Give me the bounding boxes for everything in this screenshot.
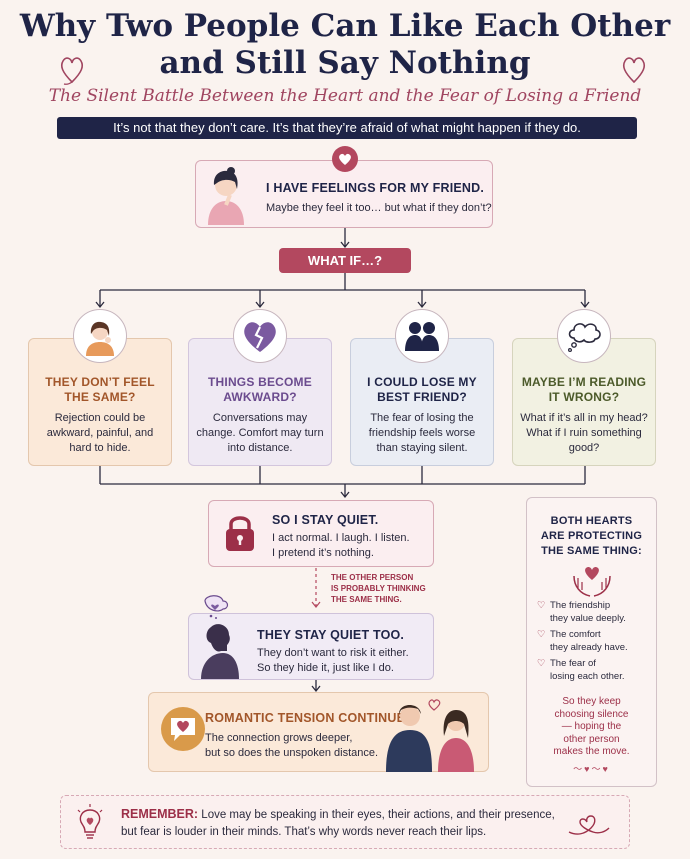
card-text: The fear of losing the friendship feels …: [368, 412, 476, 454]
note-line-2: IS PROBABLY THINKING: [331, 584, 426, 593]
quiet-too-line-1: They don’t want to risk it either.: [257, 647, 409, 659]
panel-item-2-line-2: they already have.: [550, 641, 628, 653]
tension-box: ROMANTIC TENSION CONTINUES. The connecti…: [148, 692, 489, 772]
card-text: What if it’s all in my head? What if I r…: [520, 412, 648, 454]
panel-closing-line-3: — hoping the: [561, 721, 622, 732]
heart-squiggle-icon: [568, 815, 610, 835]
remember-label: REMEMBER:: [121, 807, 199, 821]
worried-person-icon: [73, 309, 127, 363]
small-heart-icon: ♡: [537, 600, 546, 611]
panel-heading-line-1: BOTH HEARTS: [550, 515, 633, 527]
title-line-1: Why Two People Can Like Each Other: [19, 8, 671, 44]
panel-closing-line-1: So they keep: [562, 696, 621, 707]
card-heading: THEY DON’T FEEL THE SAME?: [45, 375, 155, 404]
panel-item-1: ♡ The friendship they value deeply.: [537, 600, 626, 625]
panel-heading-line-2: ARE PROTECTING: [540, 530, 643, 542]
small-heart-icon: ♡: [537, 658, 546, 669]
panel-item-2-line-1: The comfort: [550, 629, 601, 640]
speech-heart-icon: [171, 718, 195, 741]
left-heart-doodle-icon: [60, 57, 84, 85]
stay-quiet-line-2: I pretend it’s nothing.: [272, 547, 374, 559]
card-text: Conversations may change. Comfort may tu…: [196, 412, 324, 454]
title-line-2: and Still Say Nothing: [159, 45, 531, 81]
padlock-icon: [226, 516, 254, 551]
heart-icon: [339, 153, 351, 165]
remember-text-1: Love may be speaking in their eyes, thei…: [201, 809, 555, 821]
card-heading: MAYBE I’M READING IT WRONG?: [521, 375, 647, 404]
tension-line-2: but so does the unspoken distance.: [205, 747, 379, 759]
card-heading: I COULD LOSE MY BEST FRIEND?: [367, 375, 477, 404]
quiet-too-heading: THEY STAY QUIET TOO.: [257, 628, 405, 642]
quiet-too-line-2: So they hide it, just like I do.: [257, 662, 394, 674]
panel-closing-line-5: makes the move.: [553, 746, 630, 757]
stay-quiet-box: SO I STAY QUIET. I act normal. I laugh. …: [208, 500, 434, 567]
stay-quiet-heading: SO I STAY QUIET.: [272, 513, 379, 527]
panel-item-3: ♡ The fear of losing each other.: [537, 658, 624, 683]
panel-item-1-line-2: they value deeply.: [550, 612, 626, 624]
feelings-heading: I HAVE FEELINGS FOR MY FRIEND.: [266, 181, 485, 195]
feelings-text: Maybe they feel it too… but what if they…: [266, 202, 492, 214]
heart-badge: [332, 146, 358, 172]
card-dont-feel-same: THEY DON’T FEEL THE SAME? Rejection coul…: [28, 338, 172, 466]
broken-heart-icon: [233, 309, 287, 363]
panel-closing-line-2: choosing silence: [554, 708, 629, 720]
silhouette-person-icon: [201, 595, 239, 679]
tension-heading: ROMANTIC TENSION CONTINUES.: [205, 711, 418, 725]
speech-heart-badge: [161, 707, 205, 751]
stay-quiet-line-1: I act normal. I laugh. I listen.: [272, 532, 410, 544]
card-heading: THINGS BECOME AWKWARD?: [208, 375, 312, 404]
subtitle: The Silent Battle Between the Heart and …: [48, 86, 642, 106]
couple-illustration-icon: [386, 699, 474, 772]
panel-item-3-line-1: The fear of: [550, 658, 596, 669]
thought-bubble-icon: [557, 309, 611, 363]
panel-heading-line-3: THE SAME THING:: [541, 545, 642, 557]
panel-heading: BOTH HEARTS ARE PROTECTING THE SAME THIN…: [527, 514, 656, 559]
hands-holding-heart-icon: [573, 566, 611, 597]
other-person-note: THE OTHER PERSON IS PROBABLY THINKING TH…: [331, 572, 426, 605]
small-heart-icon: ♡: [537, 629, 546, 640]
both-hearts-panel: BOTH HEARTS ARE PROTECTING THE SAME THIN…: [526, 497, 657, 787]
remember-line-2: but fear is louder in their minds. That’…: [121, 826, 487, 838]
tiny-hearts-icon: ～♥～♥: [573, 764, 610, 774]
tension-line-1: The connection grows deeper,: [205, 732, 353, 744]
remember-box: REMEMBER: Love may be speaking in their …: [60, 795, 630, 849]
panel-item-1-line-1: The friendship: [550, 600, 611, 611]
thinking-girl-icon: [208, 167, 244, 225]
intro-banner: It’s not that they don’t care. It’s that…: [57, 117, 637, 139]
right-heart-doodle-icon: [622, 57, 646, 84]
note-line-1: THE OTHER PERSON: [331, 573, 414, 582]
panel-closing: So they keep choosing silence — hoping t…: [527, 696, 656, 759]
panel-closing-line-4: other person: [563, 733, 620, 745]
what-if-pill: WHAT IF…?: [279, 248, 411, 273]
remember-line-1: REMEMBER: Love may be speaking in their …: [121, 807, 555, 821]
panel-item-2: ♡ The comfort they already have.: [537, 629, 628, 654]
card-text: Rejection could be awkward, painful, and…: [46, 412, 154, 454]
panel-item-3-line-2: losing each other.: [550, 670, 625, 682]
two-friends-icon: [395, 309, 449, 363]
lightbulb-icon: [77, 804, 103, 839]
note-line-3: THE SAME THING.: [331, 595, 402, 604]
